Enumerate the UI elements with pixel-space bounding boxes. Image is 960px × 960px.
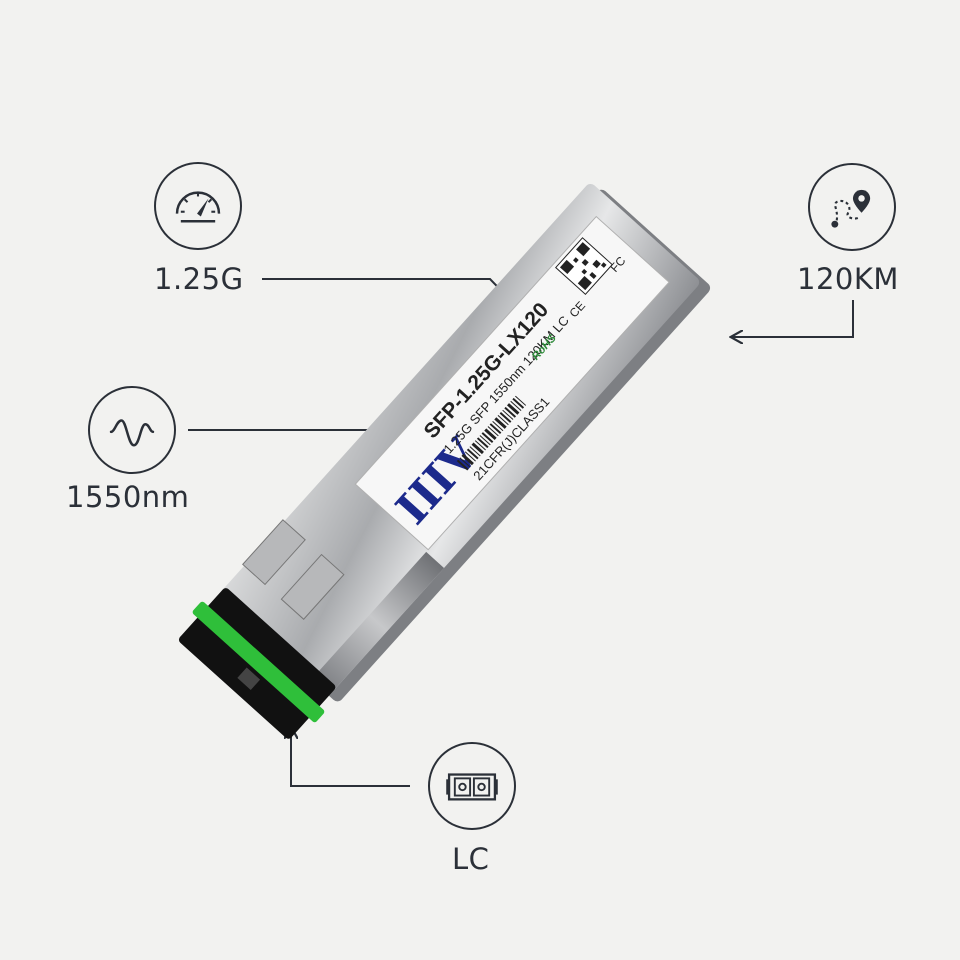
module-label — [354, 215, 670, 551]
connector-callout-arrow — [291, 728, 410, 787]
route-pin-icon — [808, 163, 896, 251]
green-bail-latch — [192, 601, 325, 723]
cage-rail — [312, 551, 445, 695]
speed-label: 1.25G — [154, 262, 244, 296]
lc-duplex-connector-icon — [428, 742, 516, 830]
distance-callout-arrow — [732, 300, 854, 337]
wavelength-label: 1550nm — [66, 480, 190, 514]
distance-label: 120KM — [797, 262, 899, 296]
connector-label: LC — [452, 842, 490, 876]
qr-code — [555, 237, 613, 296]
barcode — [456, 395, 527, 471]
latch-tab-mid — [280, 553, 345, 620]
latch-tab-top — [242, 519, 306, 586]
port-indicator — [237, 667, 261, 690]
speedometer-icon — [154, 162, 242, 250]
waveform-icon — [88, 386, 176, 474]
